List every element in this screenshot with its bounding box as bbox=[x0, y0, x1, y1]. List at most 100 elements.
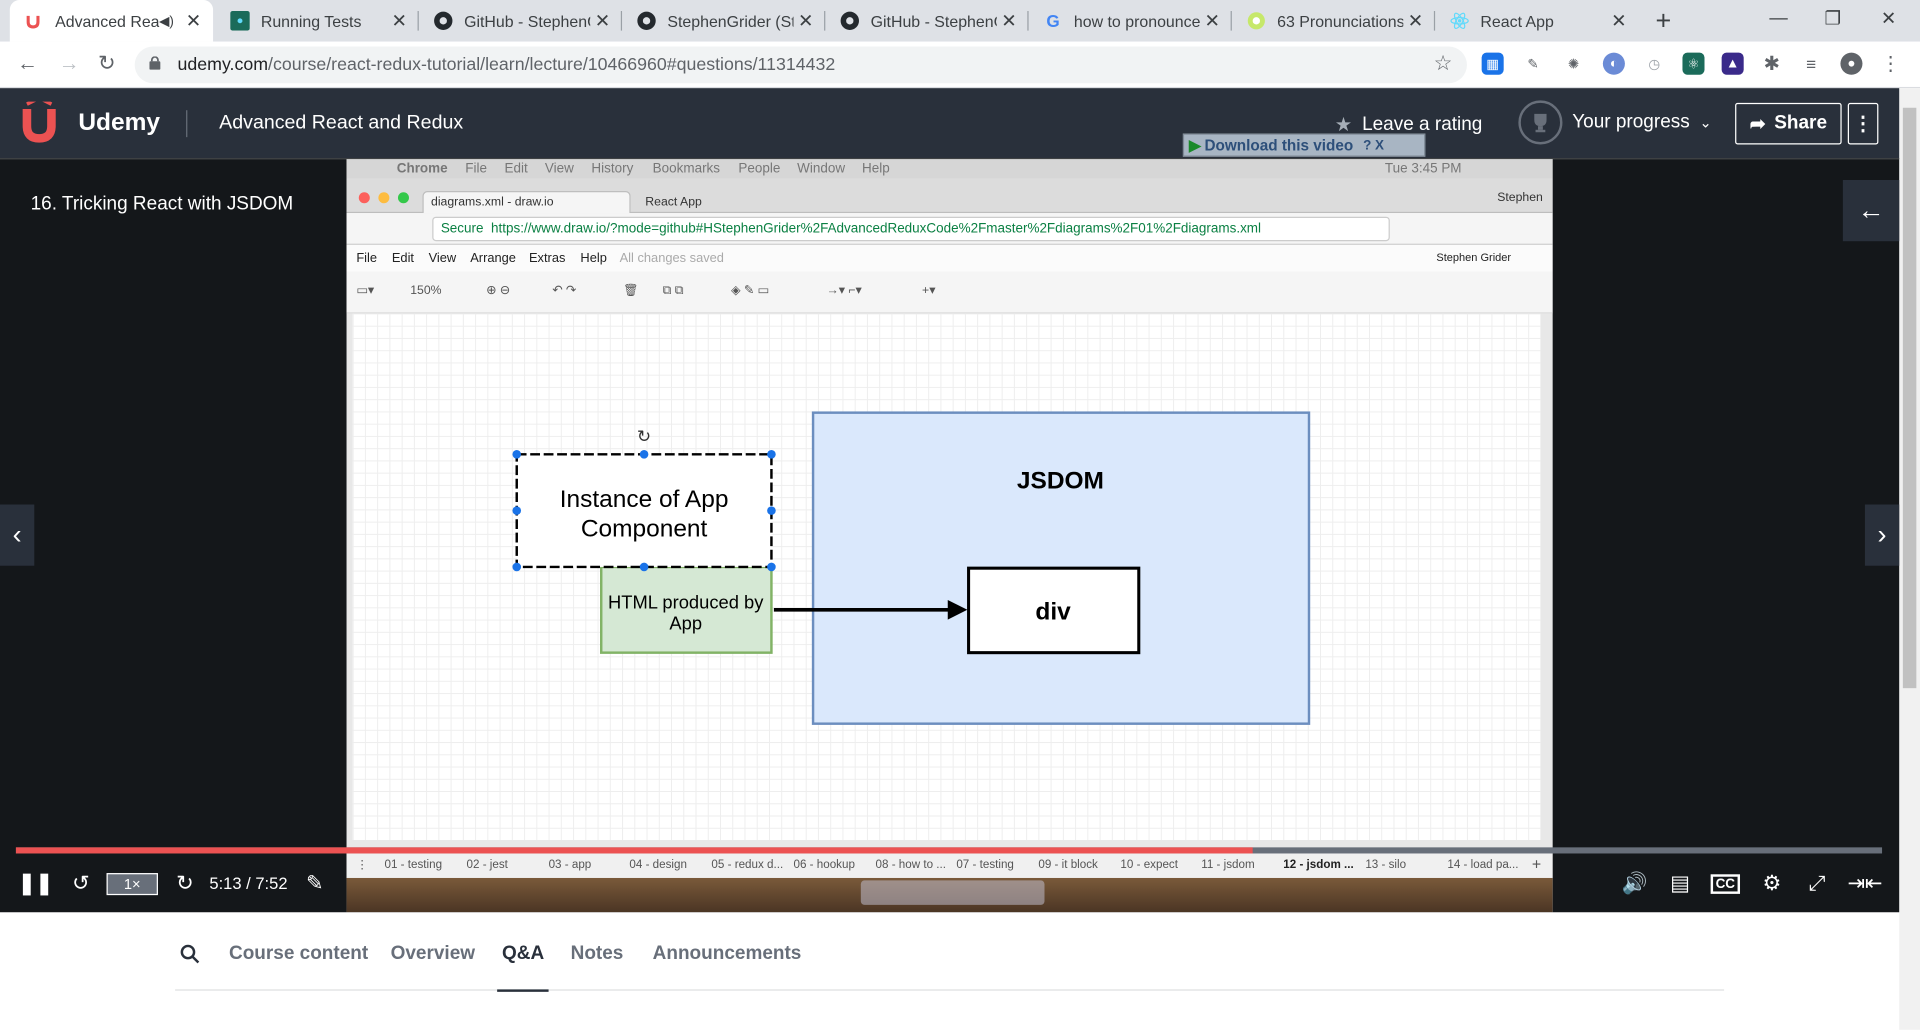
browser-tab-pronunciations[interactable]: 63 Pronunciations ✕ bbox=[1232, 0, 1436, 42]
chrome-menu-icon[interactable]: ⋮ bbox=[1880, 53, 1901, 75]
close-icon[interactable]: ✕ bbox=[594, 11, 611, 32]
volume-button[interactable]: 🔊 bbox=[1620, 864, 1649, 903]
cap-extension-icon[interactable]: ▲ bbox=[1721, 52, 1744, 75]
download-video-banner[interactable]: ▶Download this video? X bbox=[1182, 133, 1426, 157]
connector-icons: →▾ ⌐▾ bbox=[826, 284, 862, 298]
rewind-button[interactable]: ↺ bbox=[67, 864, 94, 903]
course-title[interactable]: Advanced React and Redux bbox=[219, 112, 464, 134]
close-icon[interactable]: ✕ bbox=[1001, 11, 1017, 32]
browser-tab-github-3[interactable]: GitHub - StephenG ✕ bbox=[825, 0, 1029, 42]
profile-avatar-icon[interactable]: ● bbox=[1840, 52, 1863, 75]
tab-title: StephenGrider (Ste bbox=[667, 11, 794, 31]
tab-notes[interactable]: Notes bbox=[570, 942, 624, 964]
share-label: Share bbox=[1774, 112, 1828, 134]
arrow-head bbox=[947, 600, 968, 620]
page-scrollbar[interactable] bbox=[1899, 88, 1920, 1030]
browser-tab-running-tests[interactable]: Running Tests ✕ bbox=[216, 0, 419, 42]
page-tab-active: 12 - jsdom ... bbox=[1283, 858, 1354, 872]
page-tab: 13 - silo bbox=[1365, 858, 1407, 872]
fullscreen-button[interactable]: ⤢ bbox=[1804, 864, 1831, 903]
previous-lecture-button[interactable]: ‹ bbox=[0, 504, 35, 566]
search-icon[interactable] bbox=[180, 944, 200, 970]
settings-button[interactable]: ⚙ bbox=[1758, 864, 1785, 903]
close-icon[interactable]: ✕ bbox=[185, 11, 202, 32]
zoom-icons: ⊕ ⊖ bbox=[486, 284, 511, 298]
theatre-mode-button[interactable]: ⇥⇤ bbox=[1847, 864, 1882, 903]
video-player[interactable]: Chrome File Edit View History Bookmarks … bbox=[0, 159, 1900, 913]
close-icon[interactable]: ✕ bbox=[1407, 11, 1424, 32]
react-devtools-icon[interactable]: ⚛ bbox=[1682, 52, 1705, 75]
tab-overview[interactable]: Overview bbox=[390, 942, 476, 964]
tab-title: Running Tests bbox=[260, 11, 362, 31]
forward-button[interactable]: → bbox=[58, 51, 80, 75]
bookmark-star-icon[interactable]: ☆ bbox=[1433, 51, 1453, 75]
close-icon[interactable]: ✕ bbox=[1611, 11, 1627, 32]
page-tab: 08 - how to ... bbox=[875, 858, 947, 872]
transcript-button[interactable]: ▤ bbox=[1667, 864, 1694, 903]
pause-button[interactable]: ❚❚ bbox=[18, 864, 53, 903]
address-bar[interactable]: udemy.com/course/react-redux-tutorial/le… bbox=[134, 46, 1467, 84]
maximize-button[interactable]: ❐ bbox=[1824, 8, 1841, 30]
forward-button[interactable]: ↻ bbox=[171, 864, 198, 903]
drawio-menu-item: View bbox=[428, 251, 457, 266]
time-display: 5:13 / 7:52 bbox=[209, 874, 288, 893]
minimize-button[interactable]: — bbox=[1769, 7, 1788, 29]
tab-course-content[interactable]: Course content bbox=[228, 942, 369, 964]
gear-extension-icon[interactable]: ✺ bbox=[1567, 56, 1580, 72]
add-note-button[interactable]: ✎ bbox=[301, 864, 328, 903]
pronunciation-icon bbox=[1247, 11, 1267, 31]
browser-tab-github-2[interactable]: StephenGrider (Ste ✕ bbox=[622, 0, 826, 42]
mac-tab-title: React App bbox=[645, 195, 702, 209]
close-sidebar-button[interactable]: ← bbox=[1842, 180, 1900, 242]
mac-url-box: Secure https://www.draw.io/?mode=github#… bbox=[432, 216, 1390, 242]
mac-browser-tabs: diagrams.xml - draw.io React App Stephen bbox=[346, 178, 1553, 214]
mac-zoom-dot bbox=[397, 192, 409, 204]
your-progress-button[interactable]: Your progress ⌄ bbox=[1518, 100, 1712, 145]
speaker-icon[interactable]: ◀) bbox=[159, 14, 174, 29]
video-frame: Chrome File Edit View History Bookmarks … bbox=[346, 159, 1553, 913]
close-icon[interactable]: ✕ bbox=[798, 11, 814, 32]
puzzle-extensions-icon[interactable]: ✱ bbox=[1763, 53, 1781, 75]
next-lecture-button[interactable]: › bbox=[1864, 504, 1900, 566]
close-icon[interactable]: ✕ bbox=[1204, 11, 1220, 32]
captions-button[interactable]: CC bbox=[1710, 864, 1740, 903]
browser-tab-udemy[interactable]: Advanced Rea ◀) ✕ bbox=[9, 0, 214, 42]
reload-button[interactable]: ↻ bbox=[97, 51, 116, 75]
leave-rating-button[interactable]: ★Leave a rating bbox=[1335, 113, 1483, 137]
back-button[interactable]: ← bbox=[17, 51, 38, 75]
new-tab-button[interactable]: + bbox=[1655, 4, 1672, 36]
udemy-logo[interactable]: Udemy bbox=[20, 101, 160, 144]
html-produced-label-1: HTML produced by bbox=[608, 592, 764, 613]
mac-menu-item: Help bbox=[862, 161, 890, 177]
react-icon bbox=[230, 11, 250, 31]
eyedropper-icon[interactable]: ✎ bbox=[1527, 56, 1539, 72]
tab-announcements[interactable]: Announcements bbox=[652, 942, 802, 964]
page-tab: 03 - app bbox=[548, 858, 592, 872]
progress-scrubber[interactable] bbox=[15, 847, 1883, 854]
extension-circle-icon[interactable]: ◐ bbox=[1602, 52, 1625, 75]
browser-tab-react-app[interactable]: React App ✕ bbox=[1435, 0, 1638, 42]
selection-handles bbox=[512, 450, 776, 572]
extension-grid-icon[interactable]: ▦ bbox=[1481, 52, 1504, 75]
github-icon bbox=[637, 11, 657, 31]
drawio-menu-item: Help bbox=[580, 251, 607, 266]
gear-icon: ⚙ bbox=[1762, 871, 1782, 896]
more-options-button[interactable]: ⋮ bbox=[1847, 102, 1879, 145]
mac-menu-item: View bbox=[544, 161, 574, 177]
page-tab: 09 - it block bbox=[1038, 858, 1098, 872]
browser-tab-google[interactable]: G how to pronounce ✕ bbox=[1029, 0, 1232, 42]
timer-extension-icon[interactable]: ◷ bbox=[1648, 56, 1661, 72]
close-icon[interactable]: ✕ bbox=[391, 11, 407, 32]
udemy-logo-icon bbox=[22, 101, 56, 143]
browser-tab-github-1[interactable]: GitHub - StephenG ✕ bbox=[419, 0, 623, 42]
drawio-format-icon: ▭▾ bbox=[356, 284, 375, 298]
div-label: div bbox=[1035, 599, 1071, 626]
tab-qa[interactable]: Q&A bbox=[497, 942, 550, 992]
mac-tab-title: diagrams.xml - draw.io bbox=[431, 195, 554, 210]
playback-speed-button[interactable]: 1× bbox=[106, 873, 158, 896]
scrollbar-thumb[interactable] bbox=[1902, 107, 1917, 689]
tab-title: Advanced Rea bbox=[55, 11, 160, 31]
media-controls-icon[interactable]: ≡ bbox=[1806, 53, 1817, 74]
window-close-button[interactable]: ✕ bbox=[1880, 8, 1897, 30]
share-button[interactable]: ➦Share bbox=[1735, 102, 1842, 145]
